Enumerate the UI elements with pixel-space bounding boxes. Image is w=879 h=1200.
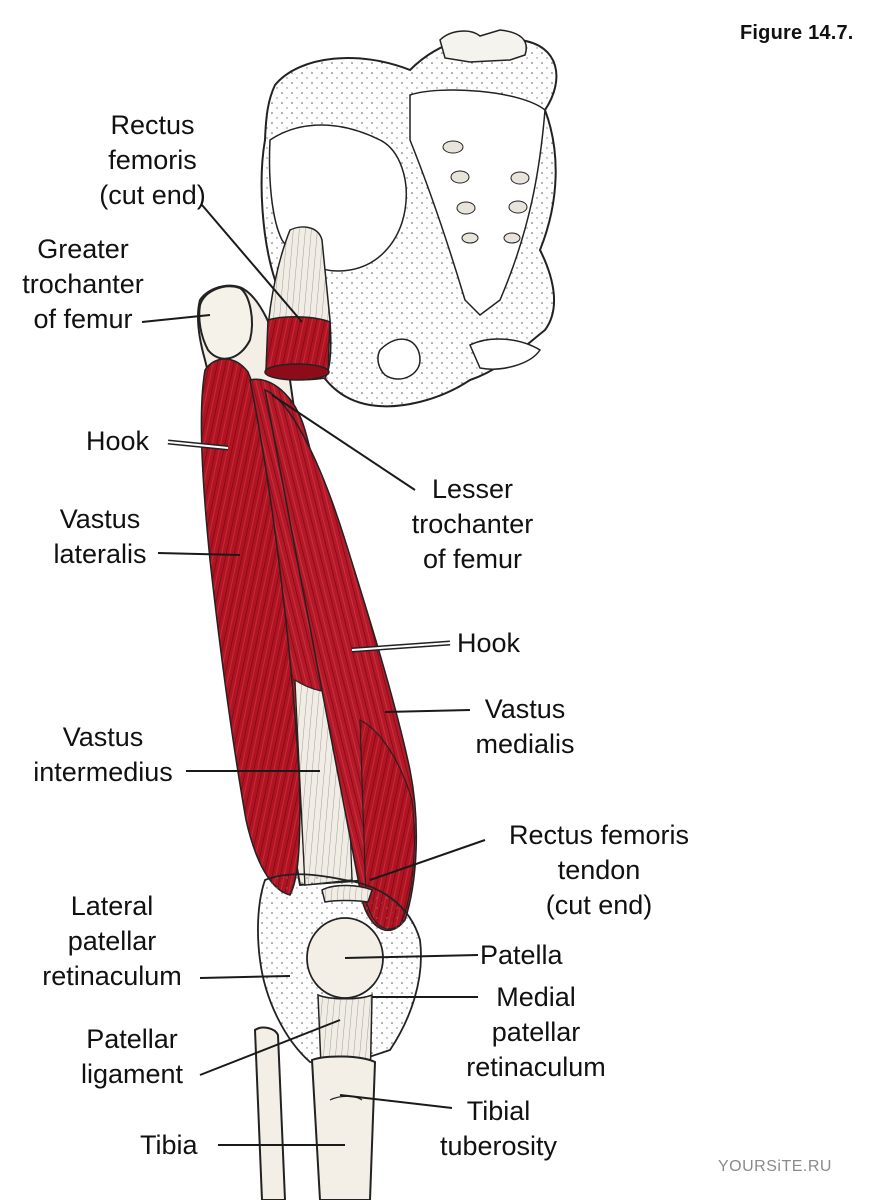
leader-tibial-tuberosity	[339, 1094, 453, 1109]
leader-rectus-femoris-cut	[201, 204, 303, 323]
label-vastus-lateralis: Vastus lateralis	[53, 504, 147, 569]
label-medial-patellar-retinaculum: Medial patellar retinaculum	[466, 982, 606, 1082]
label-rectus-femoris-cut: Rectus femoris (cut end)	[99, 110, 206, 210]
label-vastus-medialis: Vastus medialis	[475, 694, 575, 759]
label-lateral-patellar-retinaculum: Lateral patellar retinaculum	[42, 891, 182, 991]
tibia-bone	[253, 1026, 377, 1200]
label-vastus-intermedius: Vastus intermedius	[33, 722, 173, 787]
hook-lower-tool	[351, 640, 451, 653]
figure-title: Figure 14.7.	[740, 22, 854, 44]
label-patella: Patella	[480, 940, 563, 970]
leader-greater-trochanter	[141, 314, 211, 323]
label-tibial-tuberosity: Tibial tuberosity	[439, 1096, 558, 1161]
hook-upper-tool	[167, 439, 229, 451]
label-patellar-ligament: Patellar ligament	[80, 1024, 184, 1089]
label-lesser-trochanter: Lesser trochanter of femur	[411, 474, 534, 574]
leader-rectus-femoris-tendon	[369, 839, 486, 881]
leader-patella	[344, 954, 479, 959]
leader-lines	[141, 204, 486, 1146]
label-tibia: Tibia	[140, 1130, 198, 1160]
label-greater-trochanter: Greater trochanter of femur	[22, 234, 144, 334]
leader-vastus-medialis	[384, 709, 471, 713]
greater-trochanter-bone	[198, 285, 253, 360]
leader-lesser-trochanter	[271, 394, 416, 491]
leader-vastus-lateralis	[157, 552, 241, 556]
leader-patellar-ligament	[199, 1019, 341, 1076]
leader-lateral-retinaculum	[199, 975, 291, 979]
label-rectus-femoris-tendon: Rectus femoris tendon (cut end)	[508, 820, 690, 920]
label-hook-upper: Hook	[86, 426, 150, 456]
rectus-femoris-cut-muscle	[264, 226, 332, 381]
watermark-text: YOURSiTE.RU	[718, 1158, 832, 1175]
label-hook-lower: Hook	[457, 628, 521, 658]
